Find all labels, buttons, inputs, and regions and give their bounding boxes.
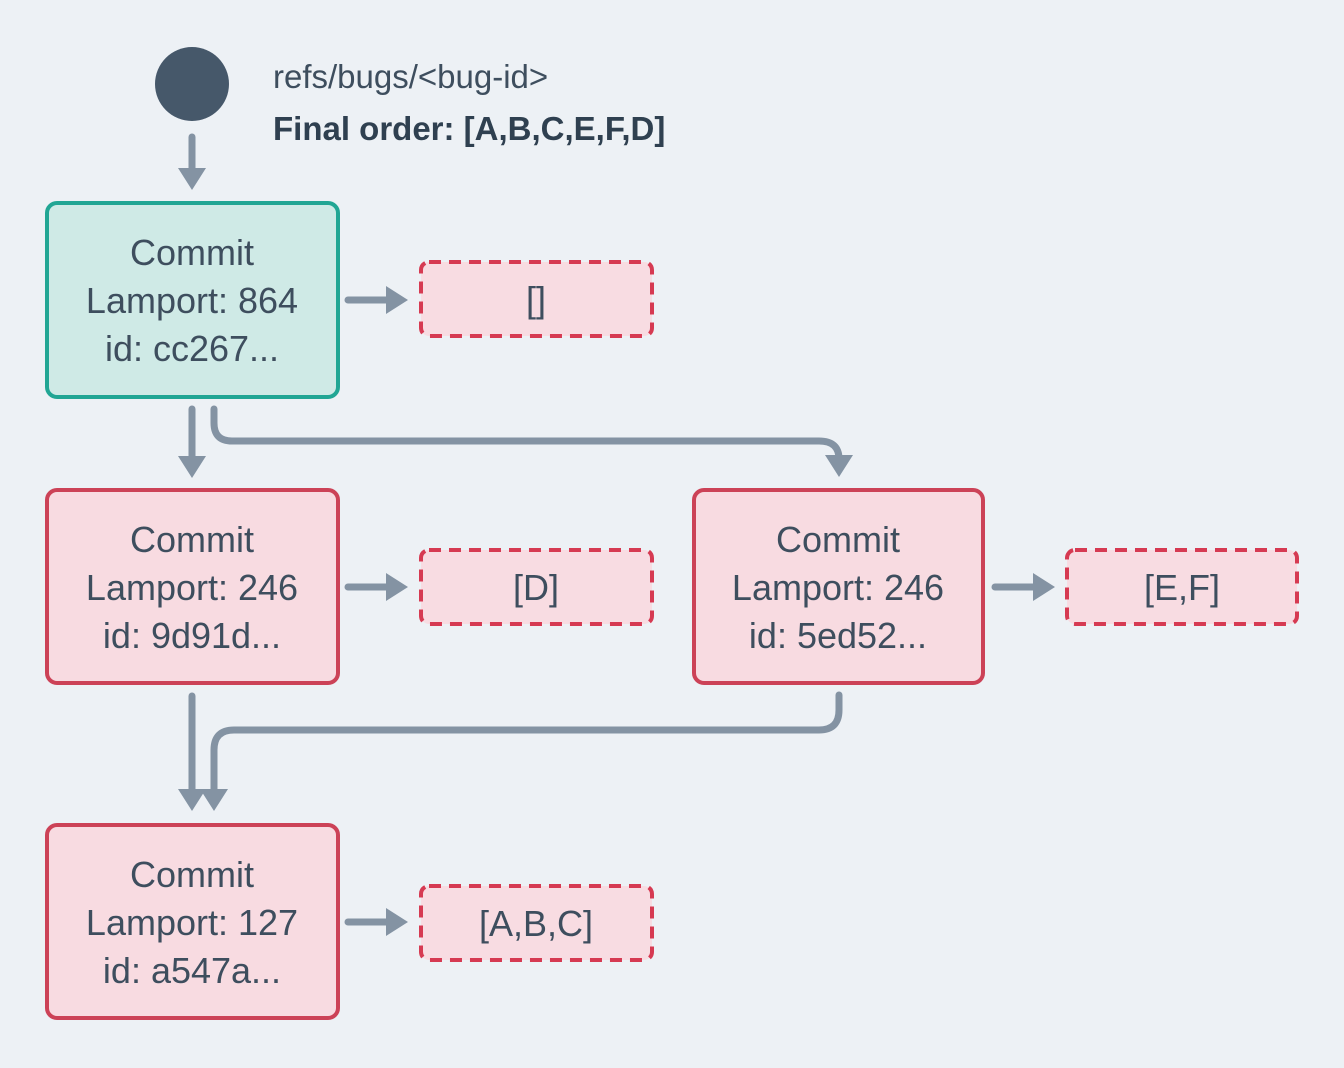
commit-title: Commit xyxy=(130,232,254,273)
commit-id: id: cc267... xyxy=(105,328,279,369)
commit-box xyxy=(45,201,340,399)
commit-title: Commit xyxy=(776,519,900,560)
operations-box xyxy=(1065,548,1299,626)
commit-node-right: Commit Lamport: 246 id: 5ed52... [E,F] xyxy=(692,488,1299,685)
commit-box xyxy=(45,488,340,685)
operations-label: [A,B,C] xyxy=(479,903,593,944)
operations-box xyxy=(419,884,654,962)
commit-box xyxy=(45,823,340,1020)
commit-node-merge: Commit Lamport: 127 id: a547a... [A,B,C] xyxy=(45,823,654,1020)
ref-head-node xyxy=(155,47,229,121)
ref-name-label: refs/bugs/<bug-id> xyxy=(273,58,548,95)
operations-label: [D] xyxy=(513,567,559,608)
arrow-right-to-merge xyxy=(200,691,843,811)
operations-box xyxy=(419,548,654,626)
arrow-root-to-right xyxy=(210,405,853,477)
commit-lamport: Lamport: 127 xyxy=(86,902,298,943)
final-order-label: Final order: [A,B,C,E,F,D] xyxy=(273,110,665,147)
commit-node-left: Commit Lamport: 246 id: 9d91d... [D] xyxy=(45,488,654,685)
operations-box xyxy=(419,260,654,338)
commit-lamport: Lamport: 246 xyxy=(86,567,298,608)
commit-title: Commit xyxy=(130,854,254,895)
commit-title: Commit xyxy=(130,519,254,560)
commit-box xyxy=(692,488,985,685)
commit-id: id: 5ed52... xyxy=(749,615,927,656)
commit-node-root: Commit Lamport: 864 id: cc267... [] xyxy=(45,201,654,399)
commit-lamport: Lamport: 246 xyxy=(732,567,944,608)
commit-lamport: Lamport: 864 xyxy=(86,280,298,321)
operations-label: [E,F] xyxy=(1144,567,1220,608)
connectors xyxy=(178,133,1055,936)
commit-id: id: a547a... xyxy=(103,950,281,991)
commit-id: id: 9d91d... xyxy=(103,615,281,656)
operations-label: [] xyxy=(526,279,546,320)
